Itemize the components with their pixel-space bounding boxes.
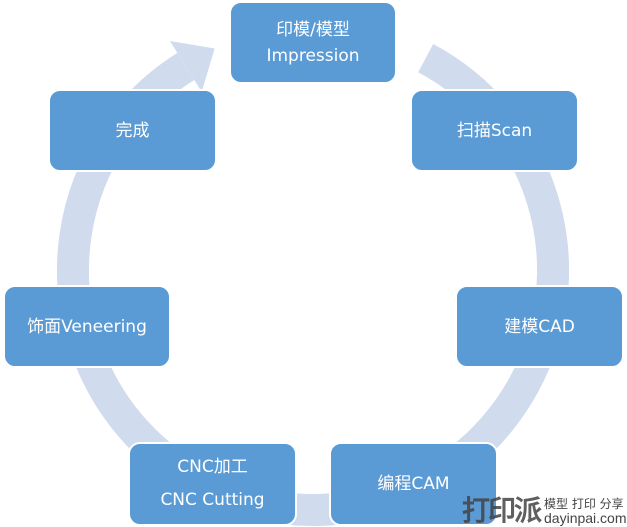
step-scan[interactable]: 扫描Scan bbox=[410, 89, 579, 172]
cycle-ring-arc bbox=[57, 43, 569, 526]
step-label-cn: CNC加工 bbox=[177, 457, 248, 477]
watermark: 打印派 模型 打印 分享 dayinpai.com bbox=[462, 494, 627, 527]
step-veneering[interactable]: 饰面Veneering bbox=[3, 285, 171, 368]
watermark-tagline: 模型 打印 分享 bbox=[544, 496, 624, 511]
watermark-logo: 打印派 bbox=[462, 493, 542, 527]
step-label: 编程CAM bbox=[377, 474, 450, 494]
watermark-site: dayinpai.com bbox=[544, 509, 627, 526]
step-label-cn: 印模/模型 bbox=[276, 19, 350, 40]
step-label-en: CNC Cutting bbox=[160, 490, 265, 510]
step-cam[interactable]: 编程CAM bbox=[329, 442, 498, 526]
step-cnc-cutting[interactable]: CNC加工 CNC Cutting bbox=[128, 442, 297, 526]
step-label: 扫描Scan bbox=[456, 120, 533, 141]
step-impression[interactable]: 印模/模型 Impression bbox=[229, 1, 397, 84]
step-complete[interactable]: 完成 bbox=[48, 89, 217, 172]
step-label: 完成 bbox=[115, 120, 150, 141]
step-label: 建模CAD bbox=[504, 316, 575, 337]
step-label-en: Impression bbox=[266, 45, 360, 66]
step-label: 饰面Veneering bbox=[27, 316, 147, 337]
step-cad[interactable]: 建模CAD bbox=[455, 285, 624, 368]
arrowhead-icon bbox=[169, 41, 215, 92]
